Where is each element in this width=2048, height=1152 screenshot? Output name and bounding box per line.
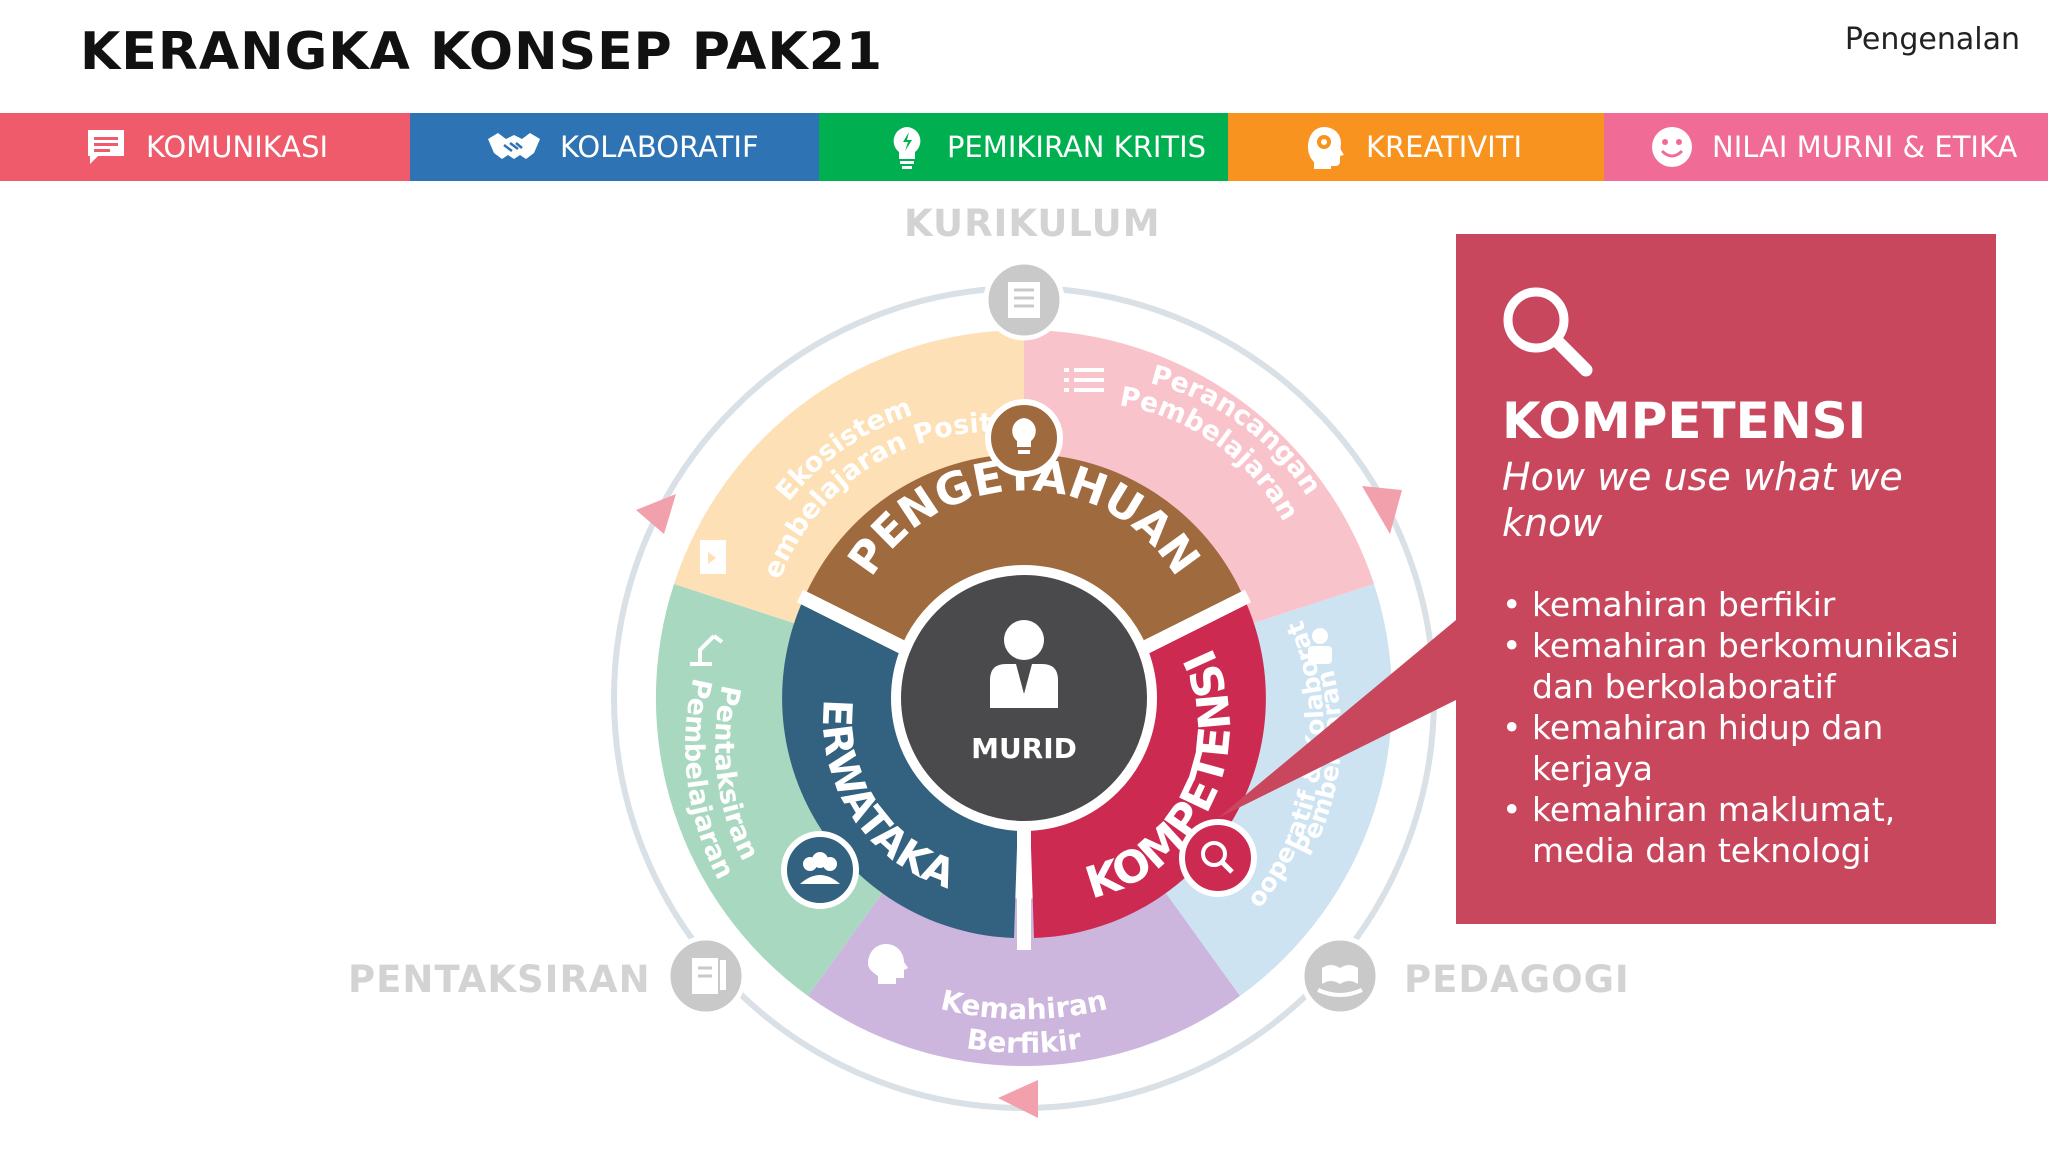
tab-label: KOMUNIKASI	[146, 130, 329, 164]
tab-nilai-murni-etika[interactable]: NILAI MURNI & ETIKA	[1604, 113, 2048, 181]
desk-lamp-icon	[690, 634, 724, 666]
smiley-icon	[1652, 127, 1692, 167]
badge-lightbulb	[985, 399, 1063, 477]
book-node-icon	[983, 259, 1065, 341]
tab-kreativiti[interactable]: KREATIVITI	[1228, 113, 1604, 181]
tab-kolaboratif[interactable]: KOLABORATIF	[410, 113, 819, 181]
puzzle-people-icon	[1308, 628, 1332, 664]
tab-label: NILAI MURNI & ETIKA	[1712, 130, 2018, 164]
label-pentaksiran: PENTAKSIRAN	[348, 958, 651, 1001]
badge-people	[781, 831, 859, 909]
magnifier-icon	[1503, 287, 1593, 377]
segment-pengetahuan	[804, 453, 1244, 652]
speech-bubble-icon	[88, 130, 124, 164]
notebook-node-icon	[665, 935, 747, 1017]
head-gear-small-icon	[868, 944, 908, 984]
callout-pointer	[1218, 620, 1456, 818]
open-book-hand-node-icon	[1299, 935, 1381, 1017]
tab-komunikasi[interactable]: KOMUNIKASI	[0, 113, 410, 181]
list-item: kemahiran maklumat, media dan teknologi	[1502, 789, 1982, 871]
list-item: kemahiran berkomunikasi dan berkolaborat…	[1502, 625, 1982, 707]
person-icon	[990, 620, 1058, 708]
handshake-icon	[488, 133, 540, 159]
tab-label: KOLABORATIF	[560, 130, 759, 164]
center-label: MURID	[971, 732, 1077, 765]
tab-pemikiran-kritis[interactable]: PEMIKIRAN KRITIS	[819, 113, 1228, 181]
head-gear-icon	[1308, 127, 1344, 169]
document-icon	[700, 540, 726, 574]
section-label: Pengenalan	[1844, 22, 2020, 57]
tab-label: PEMIKIRAN KRITIS	[947, 130, 1207, 164]
panel-title: KOMPETENSI	[1502, 392, 1867, 450]
label-kurikulum: KURIKULUM	[904, 202, 1161, 245]
segment-perancangan	[1024, 330, 1374, 636]
tab-label: KREATIVITI	[1366, 130, 1523, 164]
page-title: KERANGKA KONSEP PAK21	[80, 22, 884, 82]
list-item: kemahiran hidup dan kerjaya	[1502, 707, 1982, 789]
kompetensi-detail-panel: KOMPETENSI How we use what we know kemah…	[1456, 234, 1996, 924]
badge-magnifier	[1179, 819, 1257, 897]
segment-ekosistem	[674, 329, 1024, 636]
skills-tab-bar: KOMUNIKASI KOLABORATIF PEMIKIRAN KRITIS …	[0, 113, 2048, 181]
panel-subtitle: How we use what we know	[1502, 455, 1903, 545]
panel-bullet-list: kemahiran berfikir kemahiran berkomunika…	[1502, 584, 1982, 871]
cycle-arrows	[636, 486, 1402, 1118]
list-item: kemahiran berfikir	[1502, 584, 1982, 625]
lightbulb-icon	[893, 127, 921, 169]
checklist-icon	[1064, 368, 1104, 392]
label-kemahiran-2: Berfikir	[965, 1022, 1084, 1060]
label-pedagogi: PEDAGOGI	[1404, 958, 1630, 1001]
pak21-framework-diagram: MURID PENGETAHUAN KOMPETENSI PERWATAKAN …	[0, 181, 1456, 1118]
